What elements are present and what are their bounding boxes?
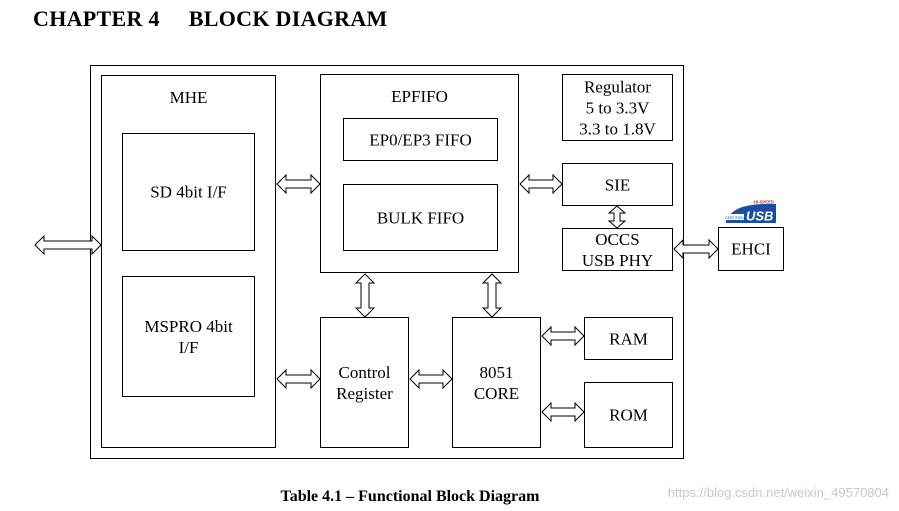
epfifo-core-arrow — [481, 273, 503, 318]
bulk-fifo-label: BULK FIFO — [376, 208, 465, 227]
ep0-ep3-fifo-block: EP0/EP3 FIFO — [343, 118, 498, 161]
sd-interface-block: SD 4bit I/F — [122, 133, 255, 251]
bulk-fifo-block: BULK FIFO — [343, 184, 498, 251]
ep0-ep3-fifo-label: EP0/EP3 FIFO — [369, 130, 472, 149]
ehci-block: EHCI — [718, 227, 784, 271]
mhe-label: MHE — [169, 88, 208, 107]
mhe-epfifo-arrow — [276, 173, 321, 195]
sie-label: SIE — [604, 175, 631, 194]
ehci-label: EHCI — [731, 239, 771, 259]
core-rom-arrow — [541, 401, 585, 423]
usb-logo-hispeed-text: HI-SPEED — [754, 200, 774, 205]
regulator-label: Regulator 5 to 3.3V 3.3 to 1.8V — [579, 77, 656, 138]
mspro-interface-label: MSPRO 4bit I/F — [144, 316, 233, 357]
rom-block: ROM — [584, 382, 673, 448]
control-core-arrow — [409, 368, 453, 390]
control-register-block: Control Register — [320, 317, 409, 448]
usb-logo-main-text: USB — [746, 209, 773, 224]
figure-caption: Table 4.1 – Functional Block Diagram — [280, 488, 540, 505]
epfifo-control-arrow — [354, 273, 376, 318]
sie-phy-arrow — [607, 205, 627, 229]
sd-interface-label: SD 4bit I/F — [150, 182, 227, 202]
mspro-interface-block: MSPRO 4bit I/F — [122, 276, 255, 397]
occs-usb-phy-block: OCCS USB PHY — [562, 228, 673, 271]
rom-label: ROM — [609, 405, 648, 425]
mhe-control-arrow — [276, 368, 321, 390]
core-8051-label: 8051 CORE — [473, 362, 520, 403]
core-8051-block: 8051 CORE — [452, 317, 541, 448]
sie-block: SIE — [562, 163, 673, 206]
control-register-label: Control Register — [336, 362, 393, 403]
epfifo-label: EPFIFO — [391, 87, 448, 106]
ram-label: RAM — [609, 329, 648, 348]
usb-logo-side-band — [724, 214, 744, 220]
usb-hi-speed-logo: HI-SPEED CERTIFIED USB — [724, 200, 776, 224]
external-bus-arrow — [34, 234, 102, 256]
regulator-block: Regulator 5 to 3.3V 3.3 to 1.8V — [562, 74, 673, 141]
epfifo-sie-arrow — [519, 173, 563, 195]
occs-usb-phy-label: OCCS USB PHY — [581, 229, 654, 270]
core-ram-arrow — [541, 325, 585, 347]
ram-block: RAM — [584, 317, 673, 360]
watermark: https://blog.csdn.net/weixin_49570804 — [667, 485, 889, 500]
chapter-title: BLOCK DIAGRAM — [188, 6, 388, 31]
chapter-heading: CHAPTER 4 BLOCK DIAGRAM — [33, 6, 388, 32]
usb-logo-certified-text: CERTIFIED — [725, 216, 744, 220]
phy-ehci-arrow — [673, 238, 719, 260]
chapter-number: CHAPTER 4 — [33, 6, 160, 31]
